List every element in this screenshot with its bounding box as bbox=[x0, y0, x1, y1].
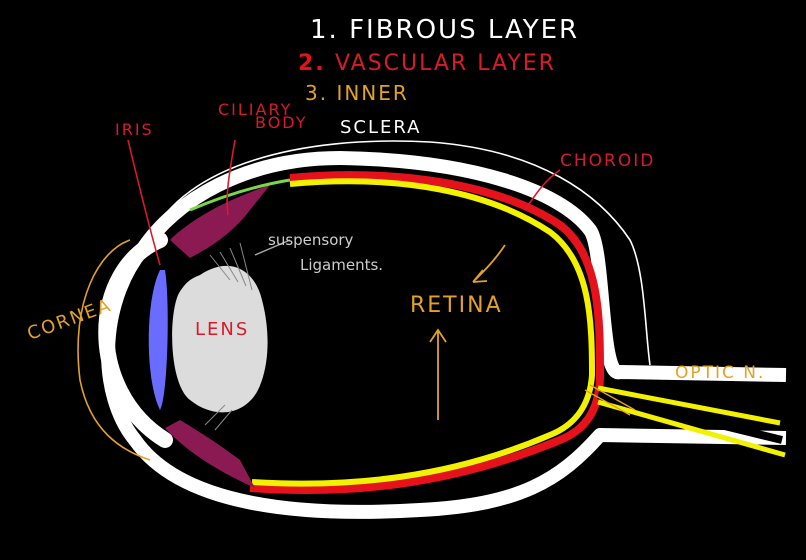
ciliary-body bbox=[165, 178, 291, 488]
label-ciliary-line2: BODY bbox=[255, 113, 308, 132]
label-sclera: SCLERA bbox=[340, 117, 422, 138]
legend-fibrous: 1. FIBROUS LAYER bbox=[310, 15, 579, 45]
legend: 1. FIBROUS LAYER 2. VASCULAR LAYER 3. IN… bbox=[298, 15, 579, 105]
legend-inner: 3. INNER bbox=[305, 81, 409, 105]
label-suspensory-line2: Ligaments. bbox=[300, 256, 383, 274]
label-choroid: CHOROID bbox=[560, 151, 655, 171]
legend-vascular-number: 2. bbox=[298, 51, 326, 76]
legend-vascular: VASCULAR LAYER bbox=[335, 51, 556, 76]
optic-nerve bbox=[597, 385, 786, 458]
label-lens: LENS bbox=[195, 319, 249, 340]
label-suspensory-line1: suspensory bbox=[268, 231, 354, 249]
label-retina: RETINA bbox=[410, 293, 503, 318]
iris bbox=[148, 270, 168, 410]
label-iris: IRIS bbox=[115, 120, 154, 139]
cornea bbox=[98, 232, 173, 448]
lens bbox=[172, 265, 268, 413]
label-ciliary-line1: CILIARY bbox=[218, 100, 292, 119]
retina-layer bbox=[251, 178, 596, 487]
label-optic-nerve: OPTIC N. bbox=[675, 363, 765, 383]
annotation-lines bbox=[77, 139, 636, 461]
suspensory-ligaments bbox=[204, 242, 253, 431]
choroid-layer bbox=[249, 171, 605, 494]
